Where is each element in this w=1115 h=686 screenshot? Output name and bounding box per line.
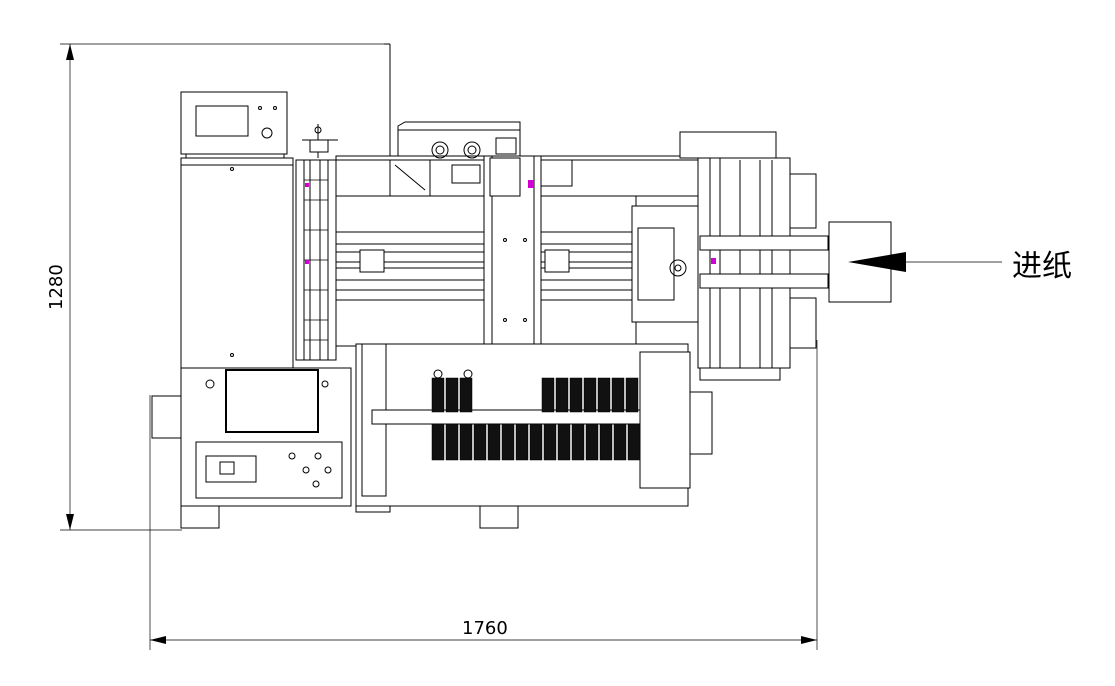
height-dimension: 1280 xyxy=(46,43,390,531)
feed-direction-arrow xyxy=(848,252,906,272)
control-panel xyxy=(180,91,288,159)
width-dimension-label: 1760 xyxy=(462,618,508,639)
feed-label: 进纸 xyxy=(1012,249,1072,284)
roller-column xyxy=(295,124,338,361)
left-cabinet xyxy=(180,157,294,369)
feed-unit xyxy=(631,131,829,381)
height-dimension-label: 1280 xyxy=(46,264,67,310)
electric-box xyxy=(151,367,391,529)
lower-conveyor xyxy=(355,343,713,529)
width-dimension: 1760 xyxy=(149,340,818,650)
feed-indicator: 进纸 xyxy=(828,221,1072,303)
